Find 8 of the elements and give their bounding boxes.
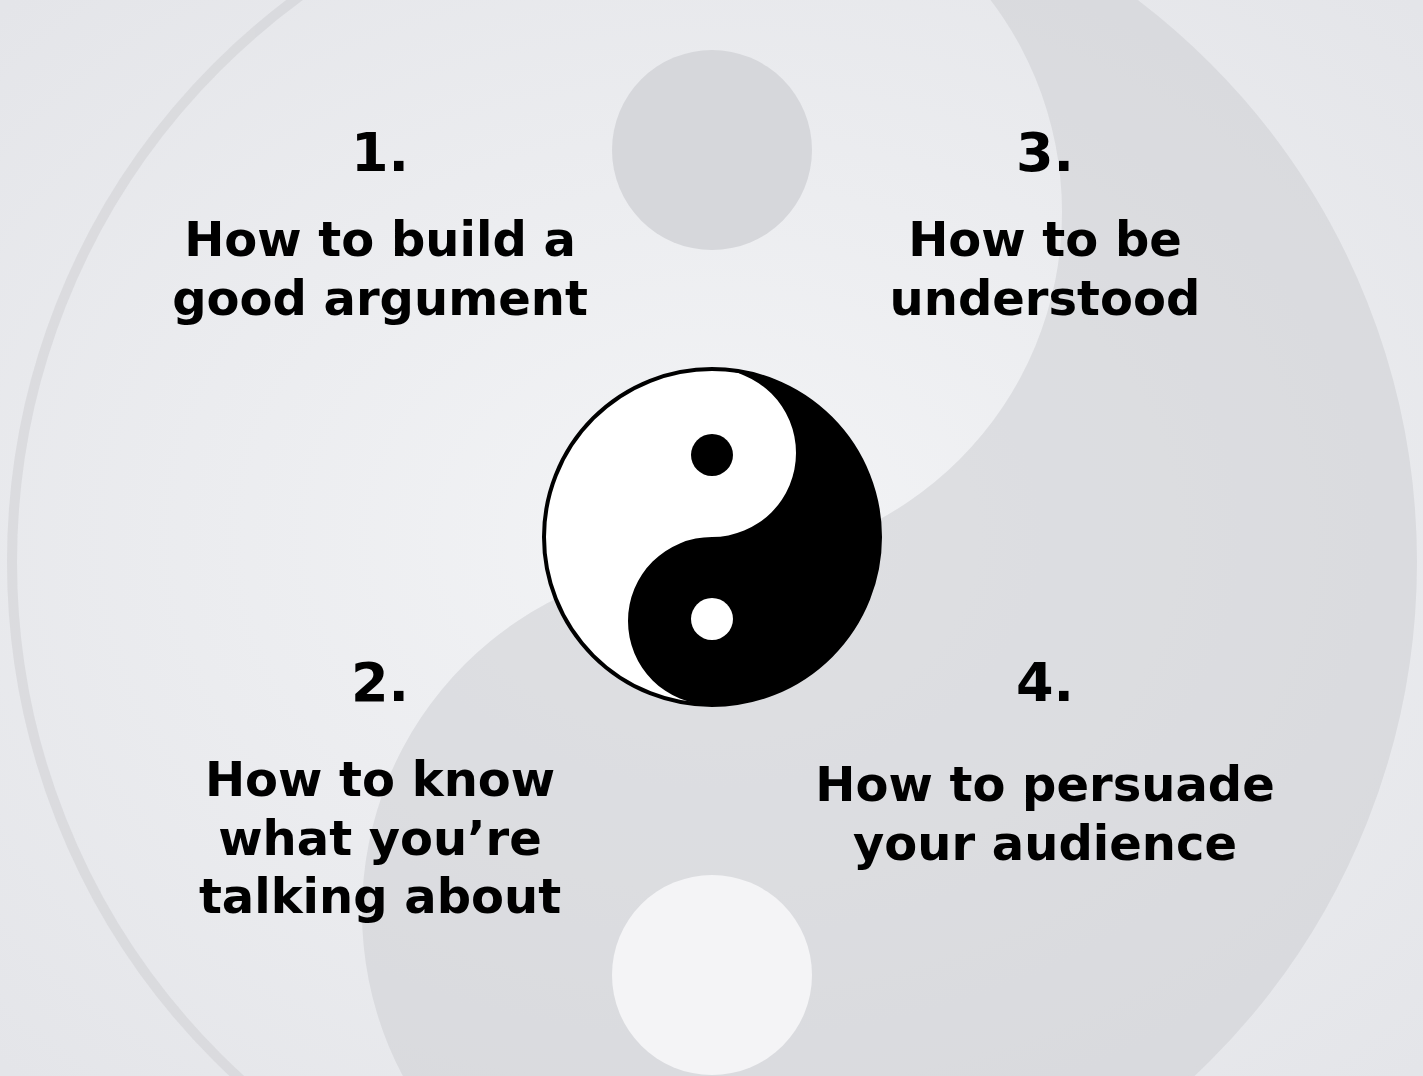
step-number: 2. bbox=[349, 650, 411, 716]
step-number: 4. bbox=[1014, 650, 1076, 716]
step-number: 3. bbox=[1014, 120, 1076, 186]
step-heading: How to persuade your audience bbox=[814, 755, 1276, 873]
step-heading: How to build a good argument bbox=[171, 210, 589, 328]
step-heading: How to be understood bbox=[888, 210, 1202, 328]
step-number: 1. bbox=[349, 120, 411, 186]
step-heading: How to know what you’re talking about bbox=[197, 750, 563, 926]
